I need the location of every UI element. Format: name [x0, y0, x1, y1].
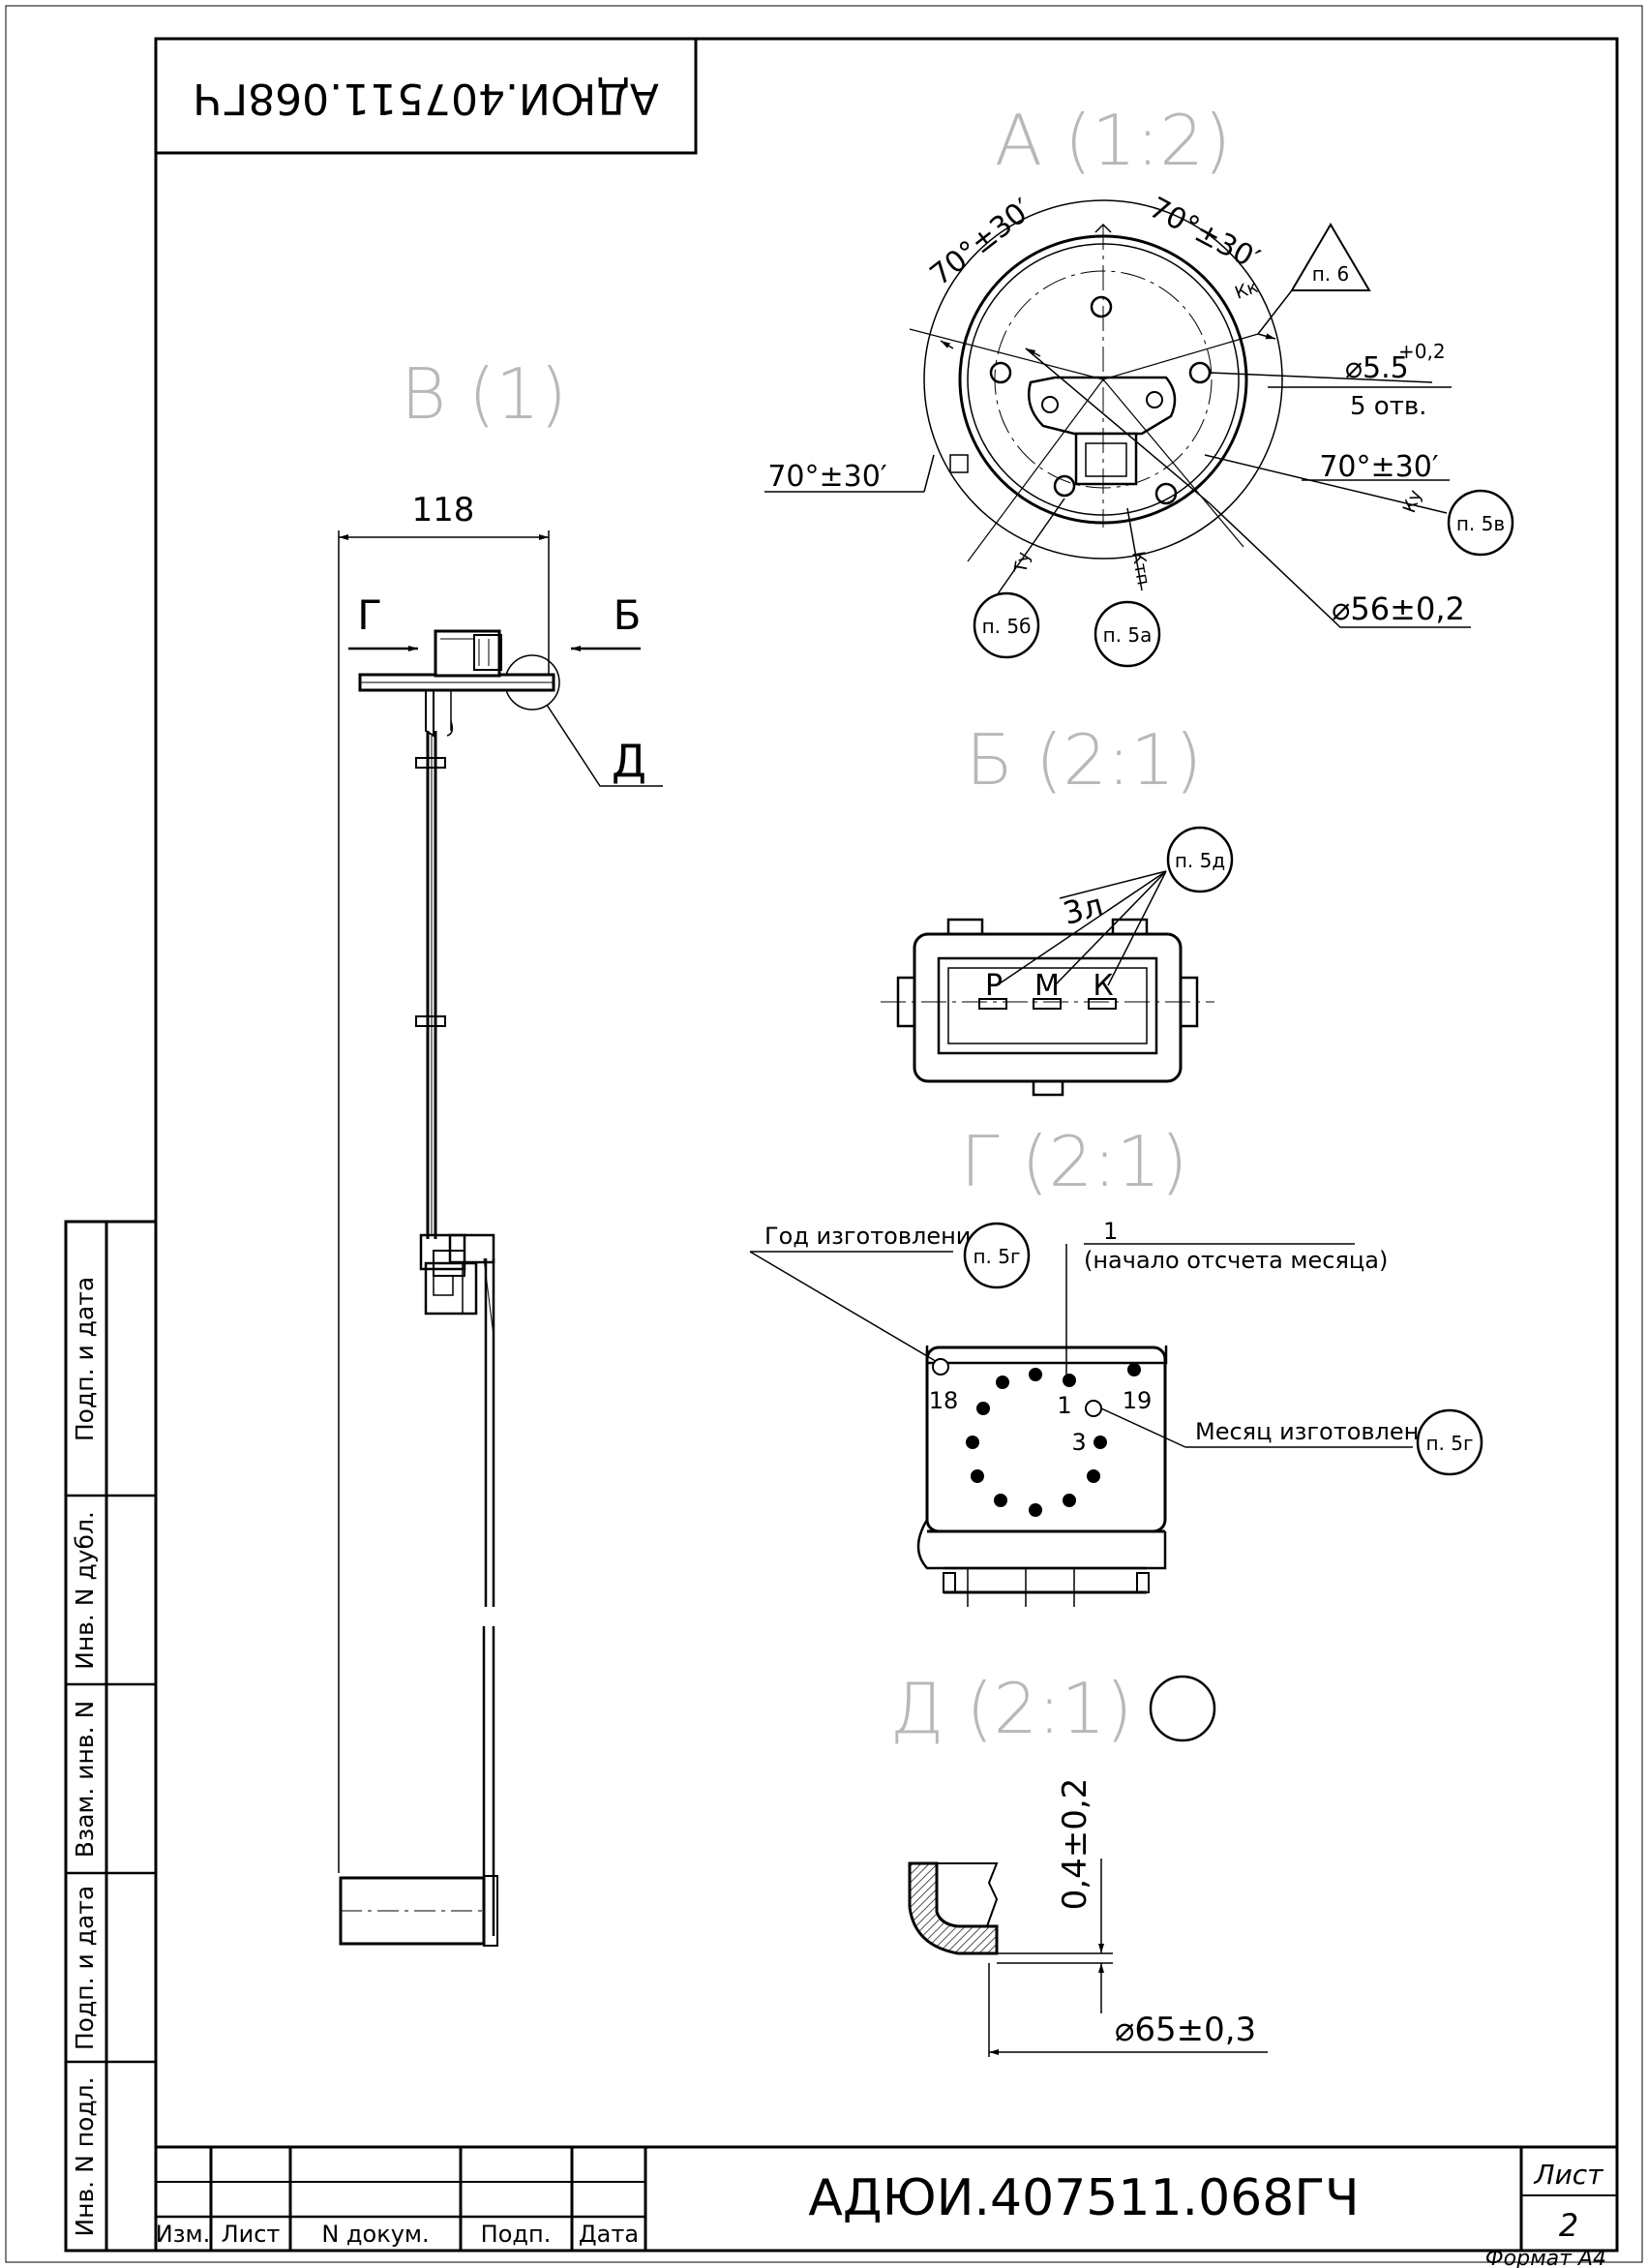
- note-5d-circle: [1166, 826, 1234, 893]
- tb-col-izm: Изм.: [156, 2221, 210, 2248]
- sensor-side-view: [339, 629, 555, 1947]
- view-g-title: Г (2:1): [960, 1121, 1187, 1202]
- hole-tol: +0,2: [1398, 340, 1446, 363]
- dim-118: 118: [412, 491, 475, 529]
- dim-thickness: 0,4±0,2: [1056, 1778, 1094, 1911]
- rotated-code-text: АДЮИ.407511.068ГЧ: [193, 74, 659, 123]
- mark-ktp: Ктп: [1127, 550, 1154, 587]
- side-view-dimension: [338, 530, 550, 1873]
- side-label-2: Инв. N дубл.: [71, 1511, 99, 1670]
- view-d-title: Д (2:1): [890, 1668, 1133, 1749]
- year-label: Год изготовления: [764, 1223, 985, 1250]
- note-5d: п. 5д: [1175, 849, 1225, 872]
- title-block-headers: Изм. Лист N докум. Подп. Дата: [156, 2221, 639, 2248]
- date-hollow-dots: [932, 1358, 1102, 1417]
- hole-dia: ⌀5.5: [1345, 351, 1409, 385]
- note-circles-a: [973, 489, 1514, 668]
- view-b-title: Б (2:1): [966, 719, 1202, 801]
- arrow-label-b: Б: [614, 591, 642, 639]
- hole-count: 5 отв.: [1350, 392, 1426, 421]
- tb-col-list: Лист: [222, 2221, 281, 2248]
- angle-right: 70°±30′: [1319, 450, 1438, 484]
- mark-ku: Ку: [1399, 487, 1426, 516]
- num-3: 3: [1071, 1429, 1086, 1456]
- date-dots: [966, 1363, 1141, 1517]
- start-label: (начало отсчета месяца): [1084, 1247, 1388, 1274]
- tb-col-sign: Подп.: [481, 2221, 552, 2248]
- note-5a: п. 5а: [1103, 623, 1153, 647]
- connector-face: [881, 870, 1214, 1097]
- side-strip-labels: Подп. и дата Инв. N дубл. Взам. инв. N П…: [71, 1277, 99, 2237]
- angle-left-leader: [764, 454, 935, 493]
- view-a-title: А (1:2): [995, 100, 1231, 181]
- pin-m: М: [1034, 969, 1060, 1003]
- pin-k: К: [1093, 969, 1113, 1003]
- start-num: 1: [1103, 1218, 1118, 1245]
- side-label-1: Подп. и дата: [71, 1277, 99, 1441]
- month-label: Месяц изготовления: [1195, 1418, 1448, 1445]
- side-strip: [64, 1220, 158, 2253]
- side-label-3: Взам. инв. N: [71, 1701, 99, 1858]
- label-3l: 3л: [1060, 887, 1107, 932]
- num-19: 19: [1123, 1387, 1153, 1414]
- mark-tu: Ту: [1010, 550, 1034, 575]
- year-note: п. 5г: [973, 1245, 1020, 1268]
- month-note: п. 5г: [1425, 1432, 1473, 1455]
- note-circles-g: [963, 1222, 1483, 1476]
- sheet-frame: [5, 5, 1643, 2263]
- outer-dia: ⌀56±0,2: [1332, 590, 1465, 627]
- view-a-drawing: [909, 199, 1471, 628]
- title-block-code: АДЮИ.407511.068ГЧ: [808, 2169, 1359, 2227]
- tb-col-date: Дата: [579, 2221, 639, 2248]
- date-stamp-body: [749, 1243, 1413, 1607]
- pin-p: Р: [985, 969, 1003, 1003]
- tb-col-doc: N докум.: [321, 2221, 429, 2248]
- num-1: 1: [1057, 1392, 1071, 1419]
- note-5b: п. 5б: [982, 615, 1032, 638]
- callout-d-label: Д: [612, 735, 646, 787]
- mark-kk: Кк: [1232, 277, 1261, 304]
- arrow-label-g: Г: [357, 591, 382, 639]
- format-label: Формат А4: [1485, 2247, 1606, 2268]
- view-d-symbol: [1149, 1675, 1216, 1742]
- dim-dia: ⌀65±0,3: [1115, 2011, 1256, 2049]
- side-label-4: Подп. и дата: [71, 1886, 99, 2050]
- triangle-note: [1290, 223, 1371, 291]
- view-v-title: В (1): [401, 353, 567, 435]
- sheet-label: Лист: [1534, 2159, 1604, 2191]
- sheet-number: 2: [1559, 2207, 1578, 2244]
- title-block: [154, 2145, 1619, 2253]
- note-5v: п. 5в: [1456, 512, 1505, 535]
- side-label-5: Инв. N подл.: [71, 2076, 99, 2236]
- triangle-note-text: п. 6: [1312, 262, 1350, 286]
- rotated-code-stamp: АДЮИ.407511.068ГЧ: [154, 37, 698, 155]
- angle-top-right: 70°±30′: [1144, 191, 1265, 277]
- angle-left: 70°±30′: [767, 460, 886, 494]
- detail-d-drawing: [908, 1859, 1268, 2057]
- num-18: 18: [929, 1387, 959, 1414]
- angle-top-left: 70°±30′: [924, 193, 1039, 293]
